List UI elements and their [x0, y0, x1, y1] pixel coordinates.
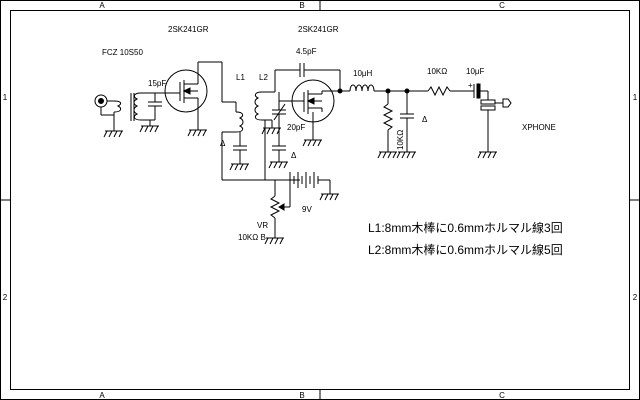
q2-label: 2SK241GR — [298, 25, 339, 34]
svg-text:+: + — [468, 81, 473, 90]
resistor-series-10k — [427, 85, 474, 97]
c-feedback-label: 4.5pF — [296, 47, 317, 56]
battery-label: 9V — [302, 205, 312, 214]
vr-name-label: VR — [257, 221, 268, 230]
r-shunt-label: 10KΩ — [396, 130, 405, 150]
frame-col-a-top: A — [99, 1, 105, 10]
ifc-label: FCZ 10S50 — [102, 48, 143, 57]
q1-label: 2SK241GR — [168, 25, 209, 34]
note-l2: L2:8mm木棒に0.6mmホルマル線5回 — [368, 242, 563, 257]
wire-q1-drain — [198, 61, 237, 112]
earphone-icon — [477, 98, 512, 159]
input-transformer — [113, 92, 142, 125]
capacitor-shunt — [396, 91, 416, 159]
r-load-label: 10KΩ — [427, 67, 447, 76]
frame-col-b-top: B — [299, 1, 304, 10]
l1-label: L1 — [236, 73, 245, 82]
capacitor-4-5pf — [274, 63, 341, 92]
input-jack — [94, 94, 114, 116]
choke-label: 10μH — [353, 69, 373, 78]
frame-col-c-top: C — [499, 1, 505, 10]
trim1-label: Δ — [220, 139, 226, 148]
ground-15pf — [139, 125, 159, 133]
ground-ifc-primary — [103, 125, 123, 138]
frame-row-1-right: 1 — [633, 93, 638, 102]
choke-10uh — [340, 84, 428, 92]
c-out-label: 10μF — [466, 67, 485, 76]
q2-fet — [279, 79, 340, 140]
vr-value-label: 10KΩ B — [238, 233, 266, 242]
frame-row-2-right: 2 — [633, 293, 638, 302]
variable-resistor — [264, 120, 291, 245]
frame-col-b-bottom: B — [299, 391, 304, 400]
c-tune2-label: 20pF — [287, 123, 305, 132]
l2-label: L2 — [259, 73, 268, 82]
battery-9v — [275, 172, 339, 201]
q1-fet — [164, 62, 208, 130]
capacitor-trim-l2 — [268, 128, 288, 169]
capacitor-15pf — [141, 92, 162, 126]
frame-col-a-bottom: A — [99, 391, 105, 400]
note-l1: L1:8mm木棒に0.6mmホルマル線3回 — [368, 220, 563, 235]
frame-row-1-left: 1 — [3, 93, 8, 102]
ground-q2-source — [302, 139, 322, 147]
frame-col-c-bottom: C — [499, 391, 505, 400]
bypass-cap-l1 — [229, 132, 249, 171]
frame-row-2-left: 2 — [3, 293, 8, 302]
trim3-label: Δ — [422, 115, 428, 124]
trim2-label: Δ — [291, 151, 297, 160]
ground-q1-source — [187, 129, 207, 137]
capacitor-20pf — [272, 92, 286, 128]
phone-label: XPHONE — [522, 123, 556, 132]
capacitor-10uf: + — [468, 81, 489, 100]
c-tune1-label: 15pF — [148, 79, 166, 88]
resistor-shunt-10k — [377, 91, 397, 159]
